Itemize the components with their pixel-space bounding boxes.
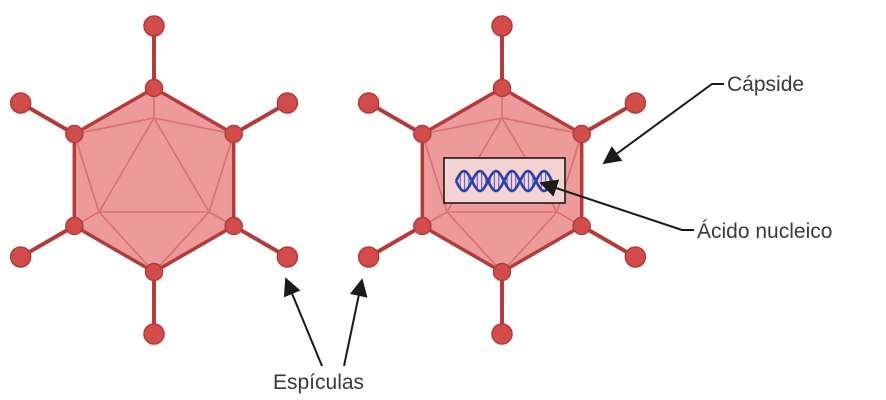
- spike-tip: [143, 15, 165, 37]
- nucleic-acid-box: [443, 157, 566, 204]
- spike-tip: [143, 323, 165, 345]
- capsid-face-edge: [98, 211, 155, 273]
- spike-tip: [357, 92, 380, 114]
- vertex-knob: [65, 124, 84, 144]
- spike-arrow-left: [283, 277, 323, 367]
- capsid-face-edge: [501, 211, 558, 273]
- vertex-knob: [492, 78, 512, 98]
- dna-strand: [454, 169, 554, 193]
- vertex-knob: [144, 262, 164, 282]
- spike-tip: [276, 246, 299, 268]
- vertex-knob: [224, 216, 243, 236]
- vertex-knob: [413, 216, 432, 236]
- capsid-face-edge: [501, 117, 582, 135]
- capsid-face-edge: [421, 133, 448, 213]
- capsid-face-edge: [153, 117, 234, 135]
- nucleic-acid-arrow: [539, 179, 694, 231]
- vertex-knob: [65, 216, 84, 236]
- pointer-arrows: [283, 83, 724, 367]
- spike-tip: [357, 246, 380, 268]
- spike-tip: [491, 15, 513, 37]
- capsid-face-edge: [446, 211, 503, 273]
- capsid-face-edge: [422, 117, 503, 135]
- spike-tip: [624, 92, 647, 114]
- spike-tip: [9, 246, 32, 268]
- vertex-knob: [492, 262, 512, 282]
- capsid-label: Cápside: [727, 73, 804, 96]
- vertex-knob: [572, 124, 591, 144]
- vertex-knob: [144, 78, 164, 98]
- capsid-face-edge: [74, 117, 155, 135]
- capsid-face-edge: [208, 133, 235, 213]
- capsid-arrow: [602, 83, 724, 165]
- vertex-knob: [224, 124, 243, 144]
- capsid-face-edge: [98, 117, 155, 213]
- spike-tip: [9, 92, 32, 114]
- capsid-face-edge: [153, 211, 210, 273]
- capsid-face-edge: [73, 133, 100, 213]
- spike-tip: [624, 246, 647, 268]
- spikes: [357, 15, 647, 345]
- nucleic-acid-label: Ácido nucleico: [697, 220, 832, 243]
- spike-tip: [276, 92, 299, 114]
- capsid-face-edge: [153, 117, 210, 213]
- capsid-faces: [73, 88, 235, 273]
- vertex-knob: [413, 124, 432, 144]
- spike-arrow-right: [343, 278, 368, 367]
- vertex-knob: [572, 216, 591, 236]
- virus-without-nucleic-acid: [9, 15, 299, 345]
- spikes-label: Espículas: [273, 371, 364, 394]
- spikes: [9, 15, 299, 345]
- spike-tip: [491, 323, 513, 345]
